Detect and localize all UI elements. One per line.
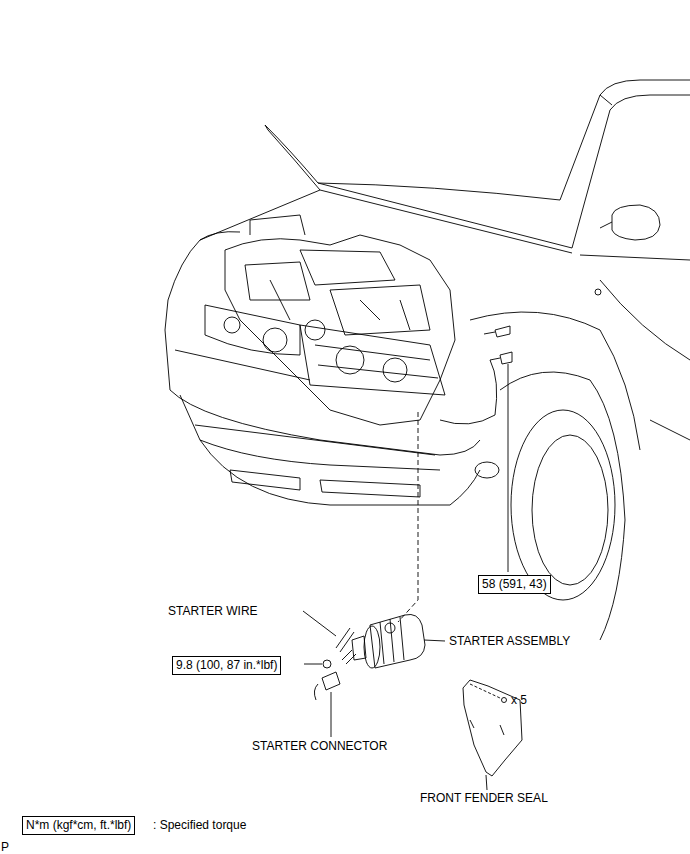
legend-note: : Specified torque [153,818,246,833]
torque-value: 58 (591, 43) [482,577,547,592]
torque-value: 9.8 (100, 87 in.*lbf) [176,658,277,673]
part-label: FRONT FENDER SEAL [420,791,548,806]
torque-box: 58 (591, 43) [478,575,551,594]
torque-box: 9.8 (100, 87 in.*lbf) [172,656,281,675]
part-label: STARTER WIRE [168,604,258,619]
torque-legend-box: N*m (kgf*cm, ft.*lbf) [22,816,135,835]
part-label: x 5 [511,693,527,708]
part-label: STARTER CONNECTOR [252,739,387,754]
torque-value: N*m (kgf*cm, ft.*lbf) [26,818,131,833]
part-label: STARTER ASSEMBLY [449,634,570,649]
page-mark: P [1,840,9,854]
